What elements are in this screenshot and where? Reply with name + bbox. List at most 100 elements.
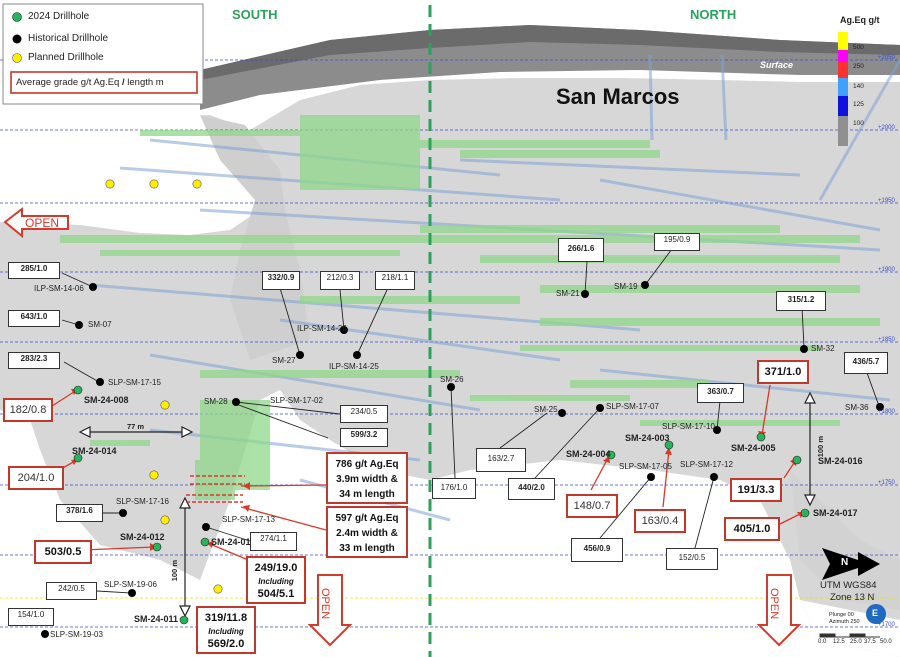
- legend-grade-note-a: Average grade g/t Ag.Eq: [16, 77, 122, 88]
- callout-249-including: Including: [258, 577, 294, 586]
- dim-100m-right: 100 m: [816, 436, 825, 458]
- legend-grade-note-sep: /: [121, 77, 125, 88]
- callout-786: 786 g/t Ag.Eq 3.9m width & 34 m length: [326, 452, 408, 504]
- drillhole-ilp-sm-14-06: [89, 283, 97, 291]
- drillhole-sm-24-008: [73, 385, 83, 395]
- grade-box: 154/1.0: [8, 608, 54, 626]
- drillhole-sm-24-011: [179, 615, 189, 625]
- drillhole-sm-24-017: [800, 508, 810, 518]
- planned-drillhole: [213, 584, 223, 594]
- drillhole-label: SM-24-017: [813, 508, 858, 518]
- open-label-left: OPEN: [25, 216, 60, 230]
- planned-drillholes: [105, 179, 223, 594]
- grade-box: 283/2.3: [8, 352, 60, 369]
- scale-value-140: 140: [853, 83, 864, 90]
- projection-system: UTM WGS84: [820, 580, 877, 591]
- dim-100m-left: 100 m: [170, 560, 179, 582]
- map-scale: [819, 633, 880, 638]
- drillhole-label: SM-27: [272, 356, 296, 365]
- drillhole-sm-27: [296, 351, 304, 359]
- scale-tick: 37.5: [864, 639, 876, 645]
- drillhole-sm-28: [232, 398, 240, 406]
- drillhole-label: SM-19: [614, 282, 638, 291]
- grade-box: 440/2.0: [508, 478, 555, 500]
- new-grade-box: 163/0.4: [634, 509, 686, 533]
- elevation-1850: +1850: [878, 337, 895, 343]
- new-grade-box: 182/0.8: [3, 398, 53, 422]
- callout-249-line: 504/5.1: [257, 588, 295, 600]
- drillhole-slp-sm-17-10: [713, 426, 721, 434]
- elevation-1950: +1950: [878, 198, 895, 204]
- grade-box: 315/1.2: [776, 291, 826, 311]
- grade-box: 436/5.7: [844, 352, 888, 374]
- leader-lines: [61, 248, 880, 594]
- drillhole-label: SLP-SM-17-16: [116, 497, 169, 506]
- drillhole-slp-sm-17-15: [96, 378, 104, 386]
- drillhole-label: SLP-SM-17-15: [108, 378, 161, 387]
- drillhole-sm-24-004: [606, 450, 616, 460]
- north-arrow-letter: N: [841, 557, 849, 568]
- callout-319: 319/11.8 Including 569/2.0: [196, 606, 256, 654]
- scale-value-100: 100: [853, 120, 864, 127]
- open-label-bottom-right: OPEN: [768, 588, 780, 620]
- planned-drillhole: [149, 470, 159, 480]
- drillhole-slp-sm-19-06: [128, 589, 136, 597]
- open-arrow-bottom-right: [756, 574, 802, 647]
- surface-label: Surface: [760, 60, 794, 70]
- drillhole-sm-24-003: [664, 440, 674, 450]
- legend-historical-marker: [12, 34, 22, 44]
- callout-597-line: 33 m length: [339, 543, 395, 554]
- drillholes-2024: [73, 385, 810, 625]
- drillhole-label: SM-24-003: [625, 433, 670, 443]
- deposit-title: San Marcos: [556, 84, 680, 109]
- legend-planned-label: Planned Drillhole: [28, 52, 104, 63]
- orientation-globe-icon: [866, 604, 886, 624]
- drillhole-label: SLP-SM-17-07: [606, 402, 659, 411]
- grade-box: 643/1.0: [8, 310, 60, 327]
- drillhole-label: SLP-SM-17-10: [662, 422, 715, 431]
- callout-249: 249/19.0 Including 504/5.1: [246, 556, 306, 604]
- legend-grade-note-b: length m: [124, 77, 164, 88]
- elevation-2050: +2050: [878, 55, 895, 61]
- grade-box: 599/3.2: [340, 428, 388, 447]
- callout-319-including: Including: [208, 627, 244, 636]
- planned-drillhole: [160, 515, 170, 525]
- orientation-letter: E: [872, 608, 879, 618]
- drillhole-sm-24-005: [756, 432, 766, 442]
- new-grade-box: 148/0.7: [566, 494, 618, 518]
- drillhole-label: SM-24-008: [84, 395, 129, 405]
- elevation-1700: +1700: [878, 622, 895, 628]
- new-grade-box: 503/0.5: [34, 540, 92, 564]
- drillhole-sm-32: [800, 345, 808, 353]
- drillhole-ilp-sm-14-25: [353, 351, 361, 359]
- north-arrow: [822, 548, 880, 580]
- drillhole-slp-sm-17-13: [202, 523, 210, 531]
- projection-plunge: Plunge 00: [829, 612, 854, 618]
- elevation-2000: +2000: [878, 125, 895, 131]
- grade-scale-bar: [838, 32, 848, 146]
- drillhole-label: SLP-SM-17-05: [619, 462, 672, 471]
- drillhole-label: SM-28: [204, 397, 228, 406]
- callout-249-line: 249/19.0: [254, 562, 298, 574]
- drillhole-label: ILP-SM-14-26: [297, 324, 347, 333]
- drillhole-slp-sm-17-16: [119, 509, 127, 517]
- grade-box: 176/1.0: [432, 478, 476, 499]
- drillhole-label: SM-24-014: [72, 446, 117, 456]
- callout-597-line: 2.4m width &: [336, 528, 398, 539]
- projection-zone: Zone 13 N: [830, 592, 875, 603]
- new-grade-box: 204/1.0: [8, 466, 64, 490]
- drillhole-sm-07: [75, 321, 83, 329]
- grade-box: 378/1.6: [56, 504, 103, 522]
- grade-box: 266/1.6: [558, 238, 604, 262]
- drillhole-sm-36: [876, 403, 884, 411]
- grade-box: 285/1.0: [8, 262, 60, 279]
- projection-azimuth: Azimuth 250: [829, 619, 860, 625]
- drillhole-label: SM-24-016: [818, 456, 863, 466]
- grade-box: 363/0.7: [697, 383, 744, 403]
- legend-historical-label: Historical Drillhole: [28, 33, 109, 44]
- drillhole-label: ILP-SM-14-06: [34, 284, 84, 293]
- historical-drillholes: [41, 281, 884, 638]
- new-grade-box: 371/1.0: [757, 360, 809, 384]
- scale-value-500: 500: [853, 44, 864, 51]
